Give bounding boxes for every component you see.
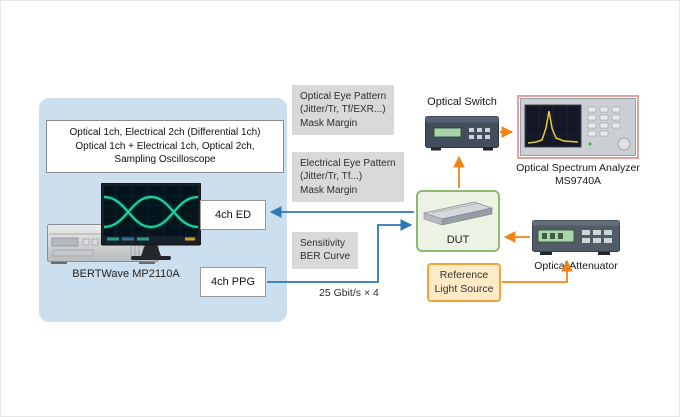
spec-line-1: Optical 1ch, Electrical 2ch (Differentia… [69,126,261,138]
optical-attenuator-image [532,218,620,256]
note-line: (Jitter/Tr, Tf/EXR...) [300,104,386,116]
optical-switch-label: Optical Switch [427,96,497,108]
note-line: Mask Margin [300,184,358,196]
ppg-label: 4ch PPG [210,276,256,288]
note-electrical-eye-pattern: Electrical Eye Pattern (Jitter/Tr, Tf...… [292,152,404,203]
spec-line-2: Optical 1ch + Electrical 1ch, Optical 2c… [75,140,255,152]
monitor-eye-diagram-image [101,183,201,263]
spec-line-3: Sampling Oscilloscope [114,154,216,166]
note-sensitivity-ber: Sensitivity BER Curve [292,232,359,269]
dut-box [416,190,500,252]
ed-box: 4ch ED [200,200,266,230]
bertwave-spec-box: Optical 1ch, Electrical 2ch (Differentia… [46,120,284,173]
osa-name-label: Optical Spectrum Analyzer [516,162,640,174]
note-line: Sensitivity [300,238,346,249]
bitrate-label: 25 Gbit/s × 4 [319,287,379,299]
optical-attenuator-label: Optical Attenuator [534,260,618,272]
note-line: BER Curve [300,251,351,263]
rls-line-1: Reference [439,269,489,282]
osa-image [520,98,636,156]
note-line: Optical Eye Pattern [300,91,387,102]
ppg-box: 4ch PPG [200,267,266,297]
dut-label: DUT [446,234,470,246]
bertwave-label: BERTWave MP2110A [72,268,180,280]
note-line: (Jitter/Tr, Tf...) [300,171,363,183]
note-optical-eye-pattern: Optical Eye Pattern (Jitter/Tr, Tf/EXR..… [292,85,395,136]
rls-line-2: Light Source [434,282,494,295]
optical-switch-image [425,112,499,152]
note-line: Electrical Eye Pattern [300,158,396,169]
dut-device-image [422,201,494,226]
ed-label: 4ch ED [214,209,252,221]
reference-light-source-box: Reference Light Source [427,263,501,302]
osa-frame [517,95,639,159]
note-line: Mask Margin [300,117,358,129]
osa-model-label: MS9740A [554,175,602,187]
